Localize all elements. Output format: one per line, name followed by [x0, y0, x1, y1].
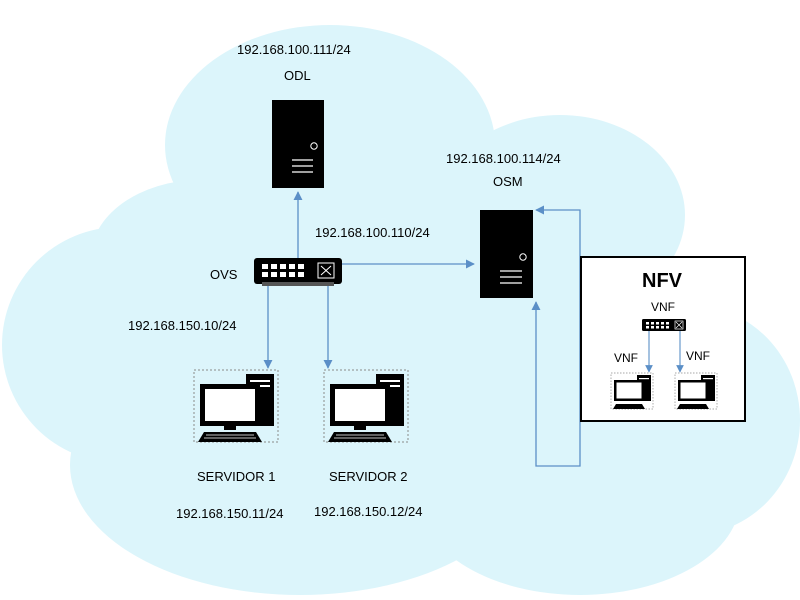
nfv-box-bg	[581, 257, 745, 421]
servidor1-computer-icon	[193, 369, 279, 443]
ovs-name-label: OVS	[210, 267, 238, 282]
servidor1-name-label: SERVIDOR 1	[197, 469, 276, 484]
odl-ip-label: 192.168.100.111/24	[237, 42, 351, 57]
osm-server-icon	[480, 210, 533, 298]
nfv-title: NFV	[642, 270, 682, 292]
servidor2-ip-label: 192.168.150.12/24	[314, 504, 423, 519]
odl-server-icon	[272, 100, 324, 188]
nfv-host2-label: VNF	[686, 349, 710, 363]
nfv-host1-label: VNF	[614, 351, 638, 365]
link-nfv-osm-bottom	[531, 301, 581, 467]
nfv-box	[580, 256, 746, 422]
ovs-ip-upper-label: 192.168.100.110/24	[315, 225, 430, 240]
servidor2-computer-icon	[323, 369, 409, 443]
servidor2-name-label: SERVIDOR 2	[329, 469, 408, 484]
nfv-switch-icon	[642, 319, 686, 331]
ovs-switch-icon	[254, 258, 342, 286]
ovs-ip-lower-label: 192.168.150.10/24	[128, 318, 237, 333]
osm-name-label: OSM	[493, 174, 523, 189]
servidor1-ip-label: 192.168.150.11/24	[176, 506, 284, 521]
nfv-links	[645, 331, 684, 373]
odl-name-label: ODL	[284, 68, 311, 83]
nfv-host1-computer-icon	[610, 372, 654, 410]
osm-ip-label: 192.168.100.114/24	[446, 151, 561, 166]
nfv-switch-label: VNF	[651, 300, 675, 314]
nfv-host2-computer-icon	[674, 372, 718, 410]
